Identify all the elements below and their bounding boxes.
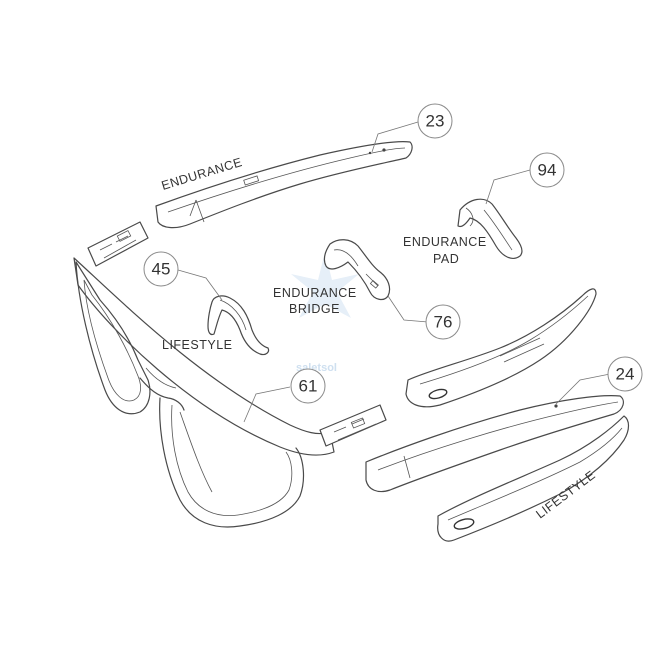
callout-number: 94 bbox=[538, 161, 557, 180]
callout-45: 45 bbox=[143, 251, 179, 287]
frame-left-hinge bbox=[87, 221, 149, 267]
watermark-star-icon bbox=[291, 252, 359, 318]
callout-circle bbox=[143, 251, 179, 287]
lifestyle-nosepad-part bbox=[207, 295, 270, 356]
oakley-logo-icon bbox=[453, 518, 475, 530]
endurance-bridge-part bbox=[323, 239, 391, 301]
oakley-logo-icon bbox=[428, 388, 448, 400]
label-lifestyle-left: LIFESTYLE bbox=[162, 338, 233, 352]
label-endurance-bridge-line1: ENDURANCE bbox=[273, 286, 357, 300]
endurance-pad-part bbox=[457, 198, 523, 259]
frame-right-hinge bbox=[319, 404, 387, 447]
callout-circle bbox=[607, 356, 643, 392]
callout-number: 45 bbox=[152, 260, 171, 279]
lifestyle-temple-part bbox=[365, 395, 624, 493]
callout-23: 23 bbox=[417, 103, 453, 139]
callout-circle bbox=[290, 368, 326, 404]
label-endurance-pad-line1: ENDURANCE bbox=[403, 235, 487, 249]
callout-number: 76 bbox=[434, 313, 453, 332]
callout-number: 24 bbox=[616, 365, 635, 384]
label-endurance-bridge-line2: BRIDGE bbox=[289, 302, 340, 316]
lower-lifestyle-temple-part bbox=[437, 415, 630, 542]
leader-lines bbox=[177, 121, 611, 423]
callout-number: 23 bbox=[426, 112, 445, 131]
callout-circle bbox=[417, 103, 453, 139]
callout-94: 94 bbox=[529, 152, 565, 188]
callout-circle bbox=[425, 304, 461, 340]
right-temple-endurance-part bbox=[405, 288, 597, 408]
callout-61: 61 bbox=[290, 368, 326, 404]
label-endurance-pad-line2: PAD bbox=[433, 252, 459, 266]
callout-24: 24 bbox=[607, 356, 643, 392]
callout-number: 61 bbox=[299, 377, 318, 396]
callout-76: 76 bbox=[425, 304, 461, 340]
endurance-temple-part bbox=[155, 141, 413, 229]
frame-front-part bbox=[73, 221, 387, 528]
callout-circle bbox=[529, 152, 565, 188]
